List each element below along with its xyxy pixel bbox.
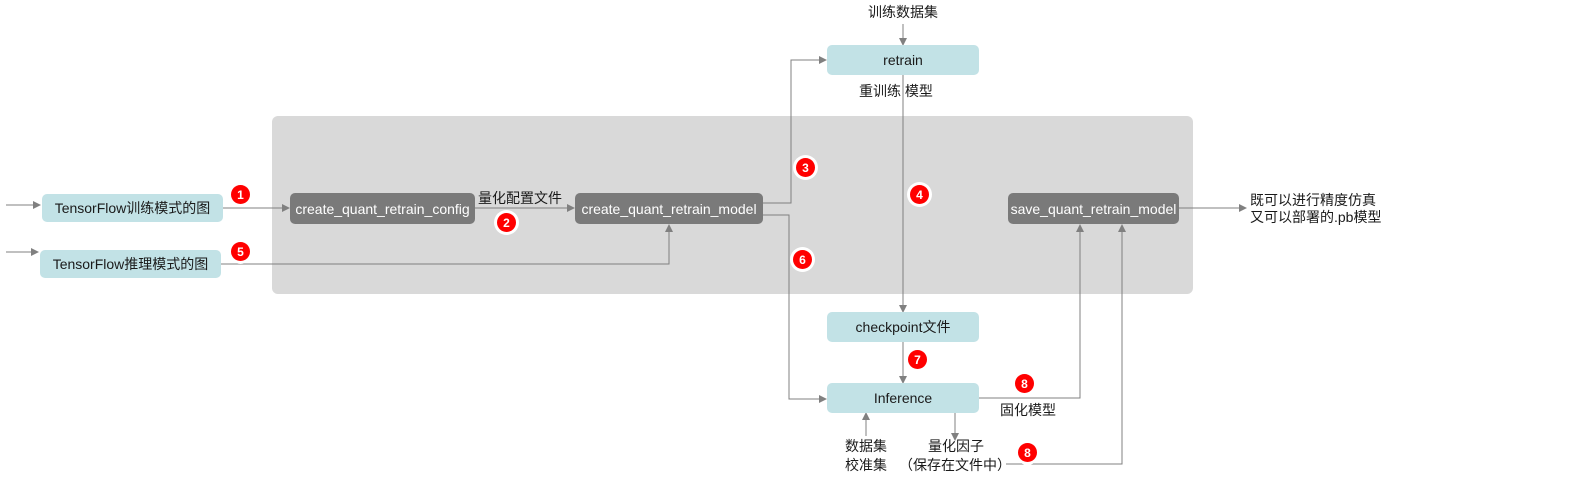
step-badge-6: 6 xyxy=(793,250,812,269)
calibration-set-label: 校准集 xyxy=(845,457,887,473)
edge-factor-to-save xyxy=(1006,224,1126,465)
dataset-label: 数据集 xyxy=(845,438,887,454)
quant-factor-saved-label: （保存在文件中） xyxy=(899,457,1011,473)
tf-infer-graph-node: TensorFlow推理模式的图 xyxy=(40,250,221,278)
inference-node: Inference xyxy=(827,383,979,413)
train-dataset-label: 训练数据集 xyxy=(868,4,938,20)
retrain-model-label: 重训练 模型 xyxy=(859,83,933,99)
create-quant-retrain-model-node: create_quant_retrain_model xyxy=(575,193,763,224)
edge-model-to-inference xyxy=(763,214,827,403)
tf-train-graph-node: TensorFlow训练模式的图 xyxy=(42,194,223,222)
step-badge-8-freeze: 8 xyxy=(1015,374,1034,393)
retrain-node: retrain xyxy=(827,45,979,75)
step-badge-2: 2 xyxy=(497,213,516,232)
edge-inference-to-save xyxy=(979,224,1084,399)
output-label-line1: 既可以进行精度仿真 xyxy=(1250,192,1376,208)
edge-model-to-retrain xyxy=(763,56,827,204)
edge-infer-to-model xyxy=(221,224,673,265)
quant-factor-label: 量化因子 xyxy=(928,438,984,454)
output-label-line2: 又可以部署的.pb模型 xyxy=(1250,209,1382,225)
checkpoint-node: checkpoint文件 xyxy=(827,312,979,342)
step-badge-7: 7 xyxy=(908,350,927,369)
step-badge-8-factor: 8 xyxy=(1018,443,1037,462)
step-badge-1: 1 xyxy=(231,185,250,204)
quant-config-file-label: 量化配置文件 xyxy=(478,190,562,206)
save-quant-retrain-model-node: save_quant_retrain_model xyxy=(1008,193,1179,224)
step-badge-3: 3 xyxy=(796,158,815,177)
create-quant-retrain-config-node: create_quant_retrain_config xyxy=(290,193,475,224)
step-badge-4: 4 xyxy=(910,185,929,204)
step-badge-5: 5 xyxy=(231,242,250,261)
freeze-model-label: 固化模型 xyxy=(1000,402,1056,418)
